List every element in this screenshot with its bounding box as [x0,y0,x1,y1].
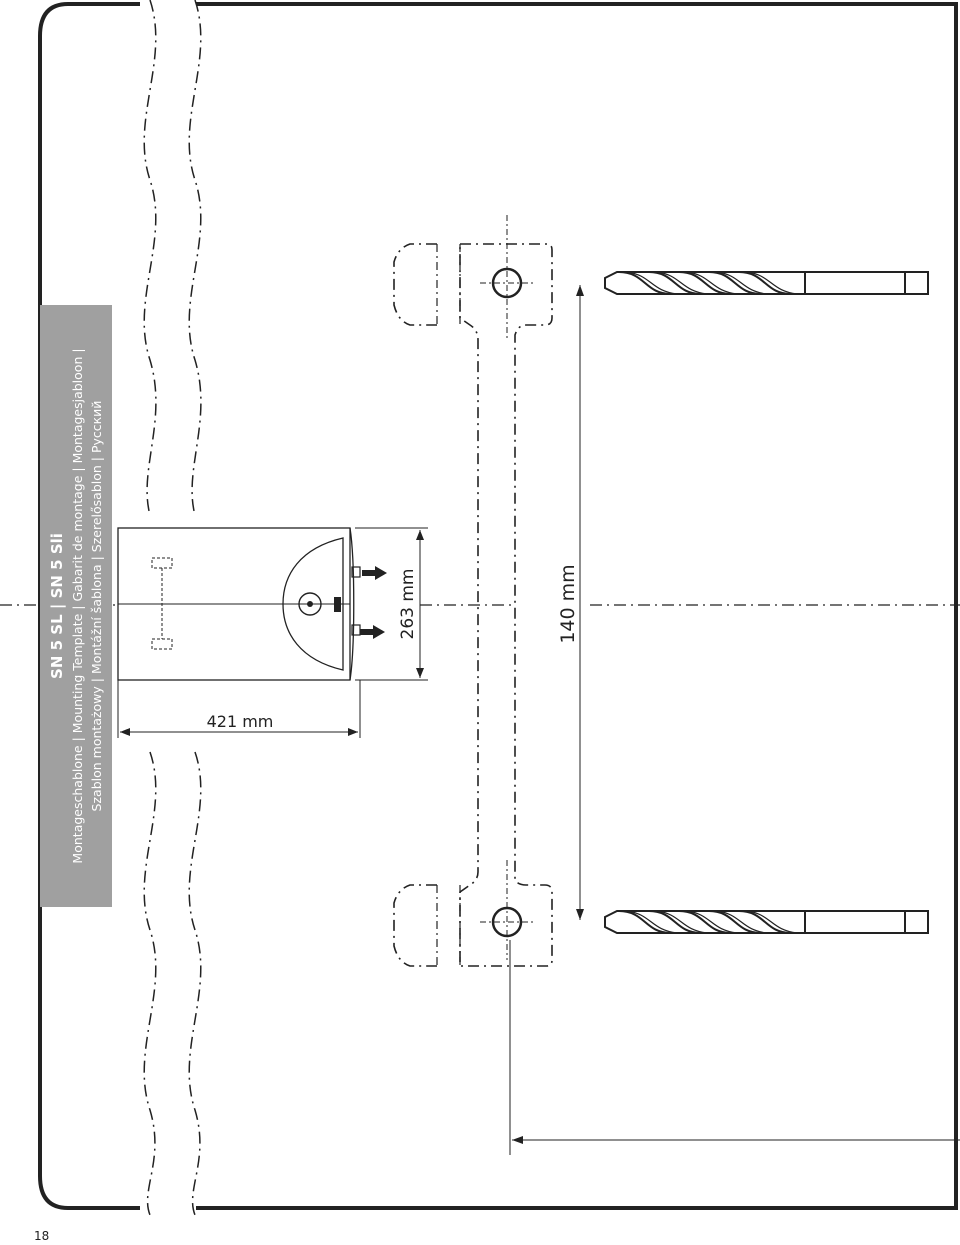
mounting-bracket [459,243,553,967]
width-dimension-label: 421 mm [207,712,274,731]
break-line-lower-right [188,751,202,1216]
break-line-lower-left [143,751,157,1216]
arrow-icon [362,566,387,580]
document-subtitle-line-1: Montageschablone | Mounting Template | G… [70,348,85,864]
bracket-ear-lower [393,884,437,967]
page-frame-right [196,2,958,1210]
mounting-hole-icon [480,215,534,340]
title-block: SN 5 SL | SN 5 Sli Montageschablone | Mo… [46,311,106,901]
title-panel [40,305,112,907]
mounting-hole-icon [480,860,534,960]
break-line-upper-right [188,0,202,516]
temperature-knob-icon [298,592,322,616]
arrow-icon [360,625,385,639]
page-number: 18 [34,1229,50,1243]
water-heater-front-view [117,527,361,681]
drill-bit-icon [604,271,906,295]
bracket-ear-upper [393,243,437,326]
document-title: SN 5 SL | SN 5 Sli [48,533,66,679]
drill-bit-icon [604,910,906,934]
break-line-upper-left [143,0,157,516]
document-subtitle-line-2: Szablon montażowy | Montážní šablona | S… [89,400,104,812]
hole-spacing-dimension-label: 140 mm [557,564,579,643]
height-dimension-label: 263 mm [398,569,418,640]
